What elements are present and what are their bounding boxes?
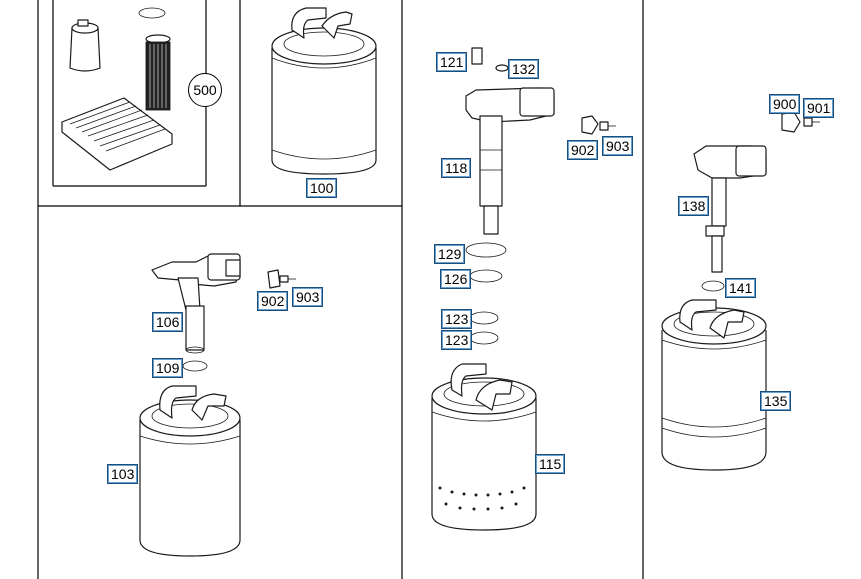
fuel-filter-115-illustration — [431, 47, 616, 531]
part-callout-103[interactable]: 103 — [107, 464, 139, 484]
part-callout-901[interactable]: 901 — [803, 98, 835, 118]
part-callout-123-a[interactable]: 123 — [441, 309, 473, 329]
part-callout-902-a[interactable]: 902 — [567, 140, 599, 160]
part-callout-118[interactable]: 118 — [441, 158, 472, 178]
part-callout-106[interactable]: 106 — [152, 312, 184, 332]
part-callout-123-b[interactable]: 123 — [441, 330, 473, 350]
fuel-filter-100-illustration — [271, 7, 377, 175]
service-kit-illustration — [61, 7, 173, 171]
part-callout-903-b[interactable]: 903 — [292, 287, 324, 307]
part-callout-129[interactable]: 129 — [434, 244, 466, 264]
part-callout-135[interactable]: 135 — [760, 391, 792, 411]
part-callout-138[interactable]: 138 — [678, 196, 710, 216]
part-callout-109[interactable]: 109 — [152, 358, 184, 378]
part-callout-141[interactable]: 141 — [725, 278, 757, 298]
part-callout-115[interactable]: 115 — [535, 454, 566, 474]
fuel-filter-135-illustration — [661, 111, 820, 471]
part-callout-902-b[interactable]: 902 — [257, 291, 289, 311]
part-callout-500[interactable]: 500 — [188, 73, 222, 107]
part-callout-903-a[interactable]: 903 — [602, 136, 634, 156]
panel-grid — [37, 0, 644, 579]
part-callout-900[interactable]: 900 — [769, 94, 801, 114]
part-callout-121[interactable]: 121 — [436, 52, 468, 72]
fuel-filter-103-illustration — [139, 253, 296, 557]
part-callout-100[interactable]: 100 — [306, 178, 338, 198]
part-callout-126[interactable]: 126 — [440, 269, 472, 289]
part-callout-132[interactable]: 132 — [508, 59, 540, 79]
